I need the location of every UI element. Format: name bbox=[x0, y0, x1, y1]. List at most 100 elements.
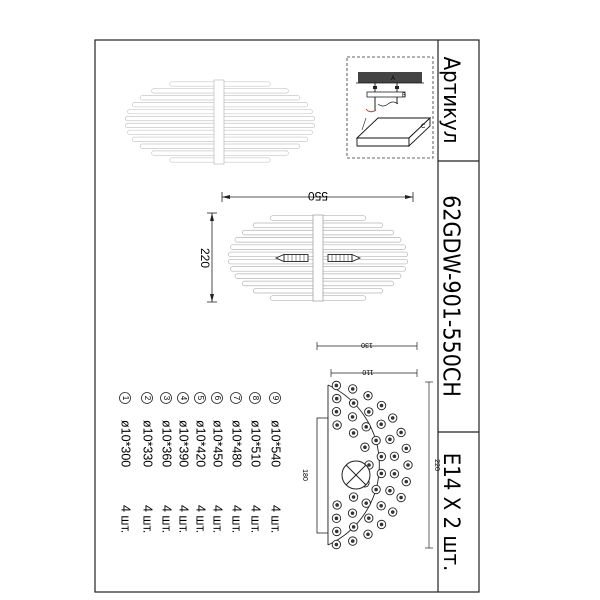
lamp-top-view bbox=[124, 79, 316, 165]
crystal-icon bbox=[361, 498, 371, 508]
crystal-icon bbox=[403, 460, 413, 470]
crystal-icon bbox=[347, 508, 358, 518]
crystal-icon bbox=[371, 484, 381, 495]
part-quantity: 4 шт. bbox=[194, 505, 208, 533]
part-number: 9 bbox=[271, 396, 280, 401]
bulb-holder-icon bbox=[327, 253, 362, 263]
part-size: ø10*360 bbox=[160, 420, 174, 467]
crystal-icon bbox=[363, 529, 373, 539]
crystal-icon bbox=[348, 398, 359, 408]
crystal-icon bbox=[348, 536, 358, 546]
center-column bbox=[312, 214, 324, 302]
crystal-icon bbox=[348, 492, 359, 502]
part-size: ø10*510 bbox=[249, 420, 263, 467]
part-number-badge bbox=[177, 392, 189, 404]
parts-list-item: 1 ø10*300 4 шт. bbox=[119, 392, 133, 533]
crystal-icon bbox=[332, 526, 342, 537]
part-number-badge bbox=[269, 392, 281, 404]
crystal-icon bbox=[348, 522, 359, 532]
crystal-icon bbox=[396, 492, 406, 503]
crystal-icon bbox=[360, 442, 370, 452]
article-label: Артикул bbox=[438, 57, 463, 144]
part-quantity: 4 шт. bbox=[160, 505, 174, 533]
ceiling-block bbox=[358, 72, 422, 83]
crystal-icon bbox=[332, 420, 342, 430]
width-dimension-value: 550 bbox=[308, 189, 328, 203]
part-number-badge bbox=[119, 392, 131, 404]
part-number-badge bbox=[141, 392, 153, 404]
crystal-icon bbox=[376, 419, 386, 429]
crystal-icon bbox=[331, 380, 342, 391]
crystal-icon bbox=[332, 393, 342, 404]
crystal-icon bbox=[396, 427, 406, 438]
part-number: 6 bbox=[213, 396, 222, 401]
mount-label-a: A bbox=[391, 76, 395, 82]
height-dimension: 220 bbox=[198, 212, 217, 303]
part-number: 8 bbox=[251, 396, 260, 401]
mount-label-b: B bbox=[402, 93, 406, 99]
part-size: ø10*540 bbox=[269, 420, 283, 467]
depth-outer-value: 130 bbox=[361, 341, 373, 348]
mounting-bracket bbox=[366, 91, 406, 98]
part-size: ø10*330 bbox=[141, 420, 155, 467]
mount-label-c: C bbox=[421, 124, 426, 130]
part-number: 5 bbox=[196, 396, 205, 401]
part-number: 1 bbox=[121, 396, 130, 401]
mounting-detail: A B C bbox=[346, 56, 434, 159]
crystal-icon bbox=[331, 407, 342, 417]
sheet-frame bbox=[94, 39, 480, 593]
side-height-value: 220 bbox=[433, 459, 440, 471]
part-size: ø10*390 bbox=[177, 420, 191, 467]
lamp-side-view: 130 110 220 180 bbox=[301, 341, 440, 550]
wires bbox=[377, 101, 399, 107]
part-quantity: 4 шт. bbox=[119, 505, 133, 533]
crystal-icon bbox=[389, 451, 400, 461]
part-quantity: 4 шт. bbox=[141, 505, 155, 533]
parts-list-item: 3 ø10*360 4 шт. bbox=[160, 392, 174, 533]
crystal-icon bbox=[363, 391, 373, 401]
crystal-icon bbox=[361, 422, 371, 432]
crystal-icon bbox=[401, 443, 411, 454]
side-inner-value: 180 bbox=[301, 469, 308, 481]
part-number-badge bbox=[211, 392, 223, 404]
crystal-icon bbox=[388, 413, 398, 423]
crystal-icon bbox=[331, 539, 342, 550]
crystal-icon bbox=[376, 519, 387, 530]
crystal-icon bbox=[331, 513, 342, 523]
crystal-icon bbox=[348, 384, 358, 394]
part-size: ø10*300 bbox=[119, 420, 133, 467]
part-number-badge bbox=[230, 392, 242, 404]
lamp-front-view bbox=[227, 214, 409, 302]
width-dimension: 550 bbox=[221, 189, 414, 203]
part-number: 7 bbox=[232, 396, 241, 401]
backplate-box bbox=[355, 116, 432, 148]
crystal-icon bbox=[364, 407, 374, 417]
parts-list-item: 2 ø10*330 4 шт. bbox=[141, 392, 155, 533]
part-number: 2 bbox=[143, 396, 152, 401]
crystal-icon bbox=[376, 400, 387, 411]
crystal-icon bbox=[371, 435, 381, 446]
part-size: ø10*420 bbox=[194, 420, 208, 467]
part-number: 3 bbox=[162, 396, 171, 401]
crystal-icon bbox=[376, 501, 386, 511]
crystal-icon bbox=[364, 513, 374, 523]
crystal-icon bbox=[348, 428, 359, 438]
part-quantity: 4 шт. bbox=[249, 505, 263, 533]
part-number-badge bbox=[194, 392, 206, 404]
depth-inner-value: 110 bbox=[362, 368, 373, 375]
bulb-holder-icon bbox=[274, 253, 309, 263]
part-quantity: 4 шт. bbox=[211, 505, 225, 533]
part-size: ø10*480 bbox=[230, 420, 244, 467]
crystal-icon bbox=[376, 451, 386, 462]
crystal-icon bbox=[401, 476, 411, 487]
lamp-spec: E14 X 2 шт. bbox=[438, 453, 463, 572]
part-size: ø10*450 bbox=[211, 420, 225, 467]
crystal-icon bbox=[389, 469, 400, 479]
mounting-detail-frame bbox=[346, 56, 434, 159]
center-column bbox=[213, 79, 225, 165]
